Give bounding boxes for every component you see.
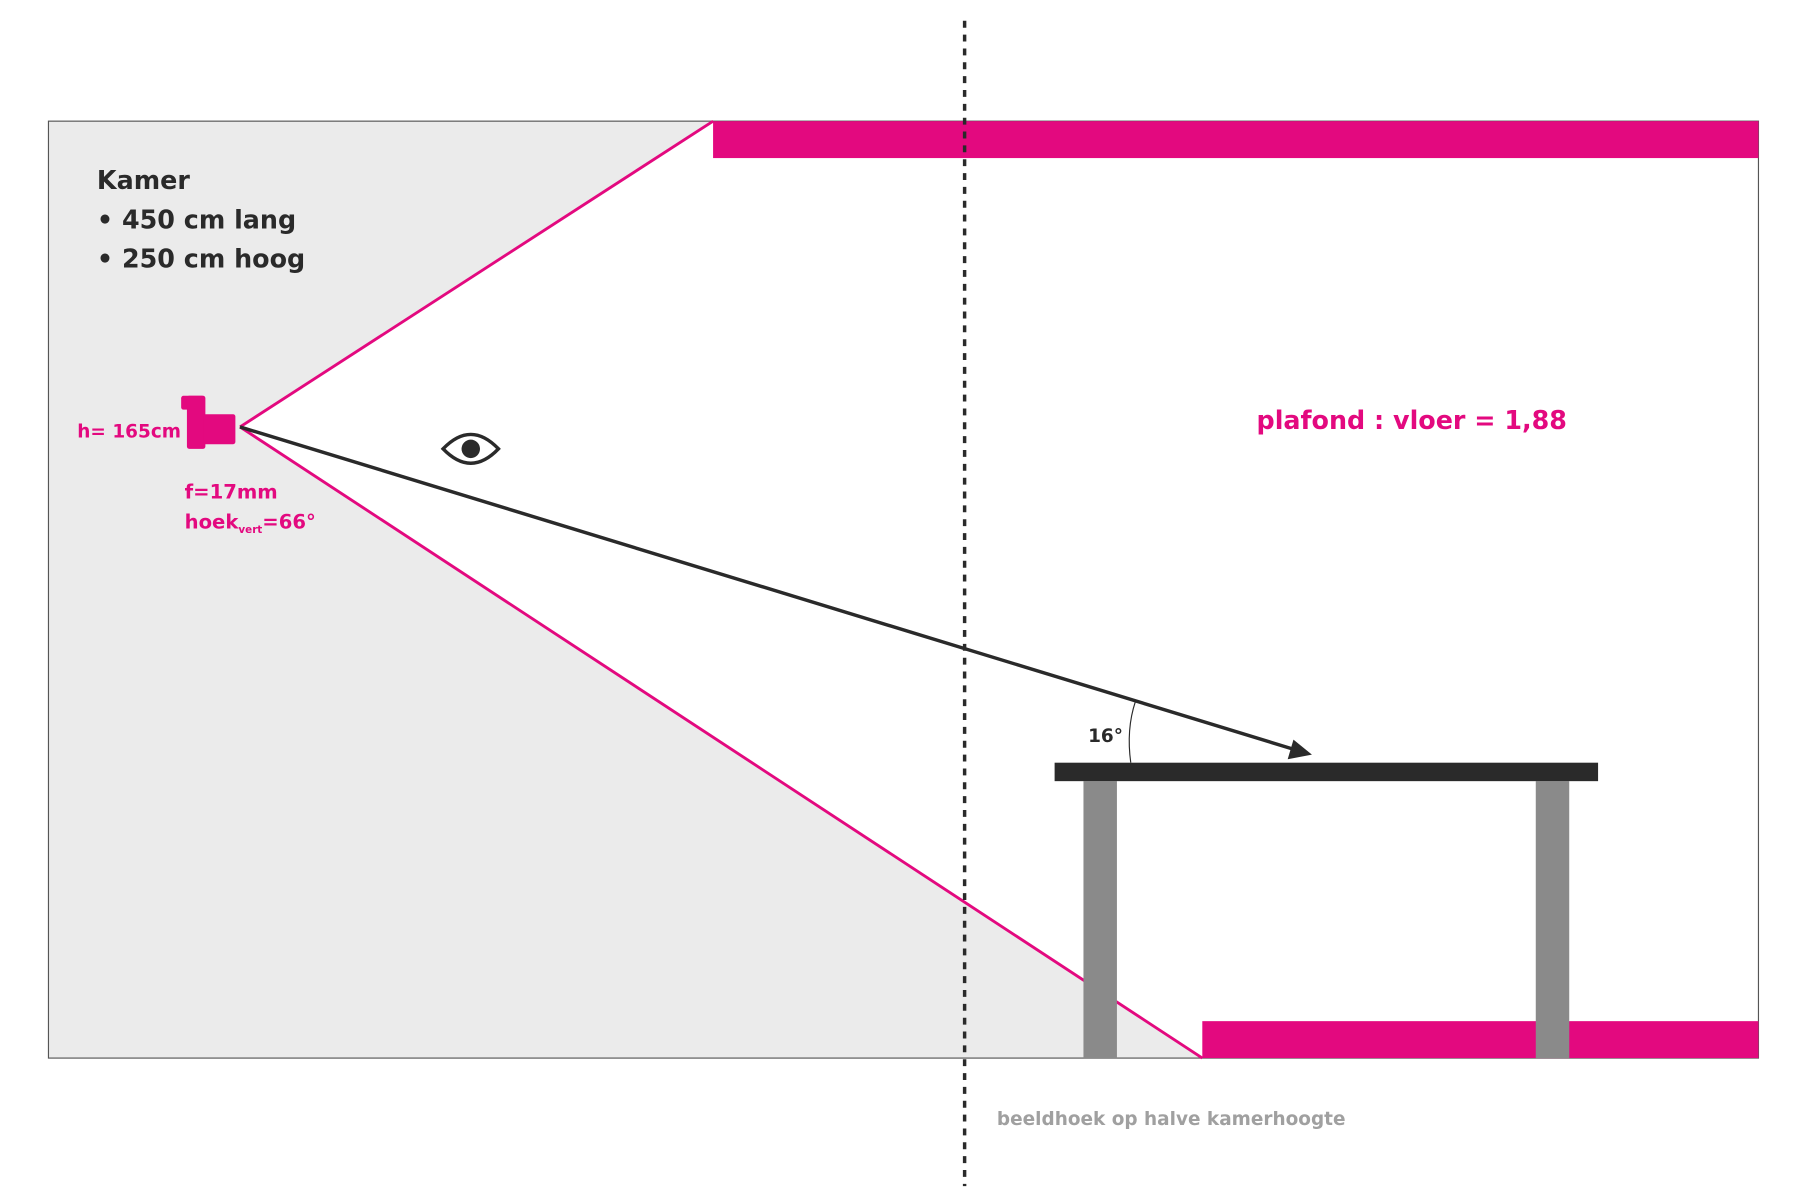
caption: beeldhoek op halve kamerhoogte [997,1109,1346,1130]
camera-icon [181,395,236,449]
ratio-label: plafond : vloer = 1,88 [1257,405,1567,435]
table-leg-left [1083,781,1117,1059]
sight-arrow [239,425,1293,751]
focal-length-label: f=17mm [185,480,278,503]
room-height: • 250 cm hoog [97,244,305,274]
gray-area [48,121,1203,1059]
table-top [1054,762,1599,782]
floor-bar [1202,1021,1759,1059]
room-length: • 450 cm lang [97,204,296,234]
eye-icon [440,432,501,465]
arrow-head [1287,739,1312,760]
angle-arc [1128,701,1136,763]
table-leg-right [1535,781,1570,1059]
angle-label: 16° [1088,726,1123,747]
vertical-angle-label: hoekvert=66° [185,510,316,536]
upper-view-line [239,119,714,429]
lower-view-line [239,425,1204,1060]
ceiling-bar [713,121,1759,159]
room-title: Kamer [97,165,190,195]
camera-height-label: h= 165cm [77,421,181,442]
